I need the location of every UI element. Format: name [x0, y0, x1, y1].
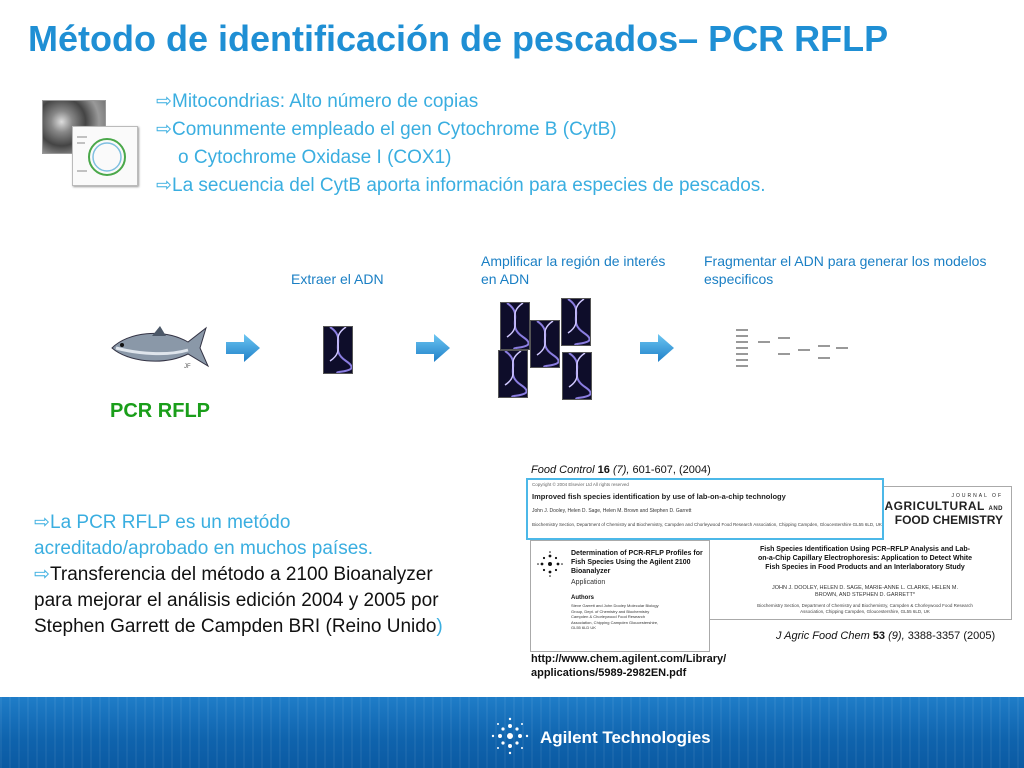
paper1-title: Improved fish species identification by … [532, 492, 786, 501]
step-amplify-label: Amplificar la región de interés en ADN [481, 253, 666, 287]
bullet-item: ⇨La secuencia del CytB aporta informació… [156, 172, 916, 200]
jafc-citation: J Agric Food Chem 53 (9), 3388-3357 (200… [776, 630, 996, 642]
jafc-paper-title: Fish Species Identification Using PCR–RF… [757, 546, 973, 571]
jafc-paper-authors: JOHN J. DOOLEY, HELEN D. SAGE, MARIE-ANN… [771, 585, 959, 598]
dna-image [562, 352, 592, 400]
bullet-item: ⇨Mitocondrias: Alto número de copias [156, 88, 916, 116]
tuna-fish-image: JF [108, 318, 212, 374]
app-note-type: Application [571, 579, 606, 586]
step-extract-label: Extraer el ADN [291, 271, 384, 287]
paper1-authors: John J. Dooley, Helen D. Sage, Helen M. … [532, 508, 692, 514]
app-note-authors: Steve Garrett and John Dooley Molecular … [571, 603, 659, 630]
dna-image [561, 298, 591, 346]
app-note-authors-head: Authors [571, 595, 594, 601]
pcr-rflp-label: PCR RFLP [110, 400, 210, 422]
rflp-gel-pattern [730, 324, 860, 374]
bottom-text-block: ⇨La PCR RFLP es un metódo acreditado/apr… [34, 510, 534, 640]
arrow-icon: ⇨ [156, 175, 172, 196]
arrow-icon: ⇨ [156, 119, 172, 140]
dna-image [498, 350, 528, 398]
bullet-list: ⇨Mitocondrias: Alto número de copias ⇨Co… [156, 88, 916, 200]
arrow-right-icon [640, 334, 674, 362]
dna-image [530, 320, 560, 368]
food-control-citation: Food Control 16 (7), 601-607, (2004) [531, 464, 711, 476]
dna-image [323, 326, 353, 374]
arrow-icon: ⇨ [34, 564, 50, 585]
bottom-line-4: para mejorar el análisis edición 2004 y … [34, 590, 439, 611]
food-control-paper-thumbnail: Copyright © 2004 Elsevier Ltd All rights… [526, 478, 884, 540]
bottom-line-1: ⇨La PCR RFLP es un metódo [34, 510, 534, 536]
bullet-item: ⇨Comunmente empleado el gen Cytochrome B… [156, 116, 916, 144]
agilent-app-note-thumbnail: Determination of PCR-RFLP Profiles for F… [530, 540, 710, 652]
paper1-copyright: Copyright © 2004 Elsevier Ltd All rights… [532, 482, 629, 487]
journal-masthead: JOURNAL OF AGRICULTURAL AND FOOD CHEMIST… [884, 493, 1003, 527]
bottom-line-2: acreditado/aprobado en muchos países. [34, 538, 374, 559]
fish-mark: JF [184, 364, 191, 370]
footer-bar [0, 697, 1024, 768]
agilent-spark-icon [537, 551, 563, 577]
step-fragment-label: Fragmentar el ADN para generar los model… [704, 253, 987, 287]
mitochondrial-genome-map [72, 126, 138, 186]
app-note-title: Determination of PCR-RFLP Profiles for F… [571, 550, 703, 575]
footer-texture [0, 697, 1024, 768]
bullet-continuation: o Cytochrome Oxidase I (COX1) [178, 147, 452, 168]
jafc-paper-affil: Biochemistry Section, Department of Chem… [757, 603, 973, 614]
slide-title: Método de identificación de pescados– PC… [28, 18, 889, 59]
agilent-url[interactable]: http://www.chem.agilent.com/Library/ app… [531, 653, 727, 679]
arrow-icon: ⇨ [156, 91, 172, 112]
arrow-icon: ⇨ [34, 512, 50, 533]
agilent-spark-logo-icon [491, 717, 529, 755]
bottom-line-3: ⇨Transferencia del método a 2100 Bioanal… [34, 562, 534, 588]
arrow-right-icon [226, 334, 260, 362]
bottom-line-5: Stephen Garrett de Campden BRI (Reino Un… [34, 616, 443, 637]
arrow-right-icon [416, 334, 450, 362]
footer-brand: Agilent Technologies [540, 728, 711, 747]
paper1-affil: Biochemistry Section, Department of Chem… [532, 522, 882, 527]
dna-image [500, 302, 530, 350]
